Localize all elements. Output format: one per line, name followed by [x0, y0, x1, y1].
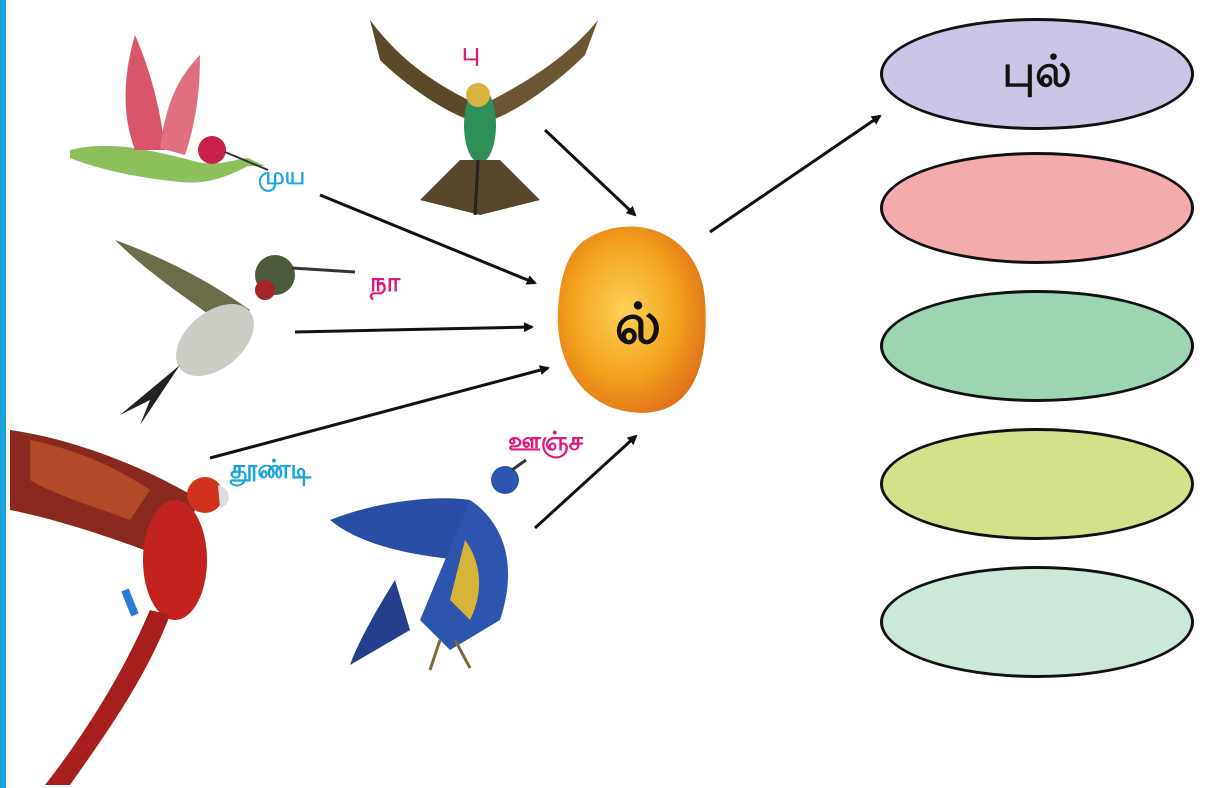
arrow-to-answers: [709, 114, 882, 234]
answer-oval-3[interactable]: [880, 290, 1194, 402]
prefix-bottom-left-label: தூண்டி: [230, 455, 312, 485]
answer-oval-2[interactable]: [880, 152, 1194, 264]
ruby-throated-hummingbird-image: [115, 240, 356, 425]
bee-eater-image: [370, 20, 598, 216]
pink-hummingbird-image: [70, 35, 269, 183]
arrow-from-bottom: [533, 434, 638, 530]
left-border-bar: [0, 0, 6, 788]
mango-image: [557, 226, 706, 413]
prefix-top-left-label: முய: [258, 162, 306, 190]
prefix-middle-left-label: நா: [370, 268, 401, 298]
arrow-from-top: [543, 128, 637, 217]
arrow-from-top-left: [319, 193, 537, 285]
prefix-top-label: பு: [462, 38, 480, 66]
answer-oval-4[interactable]: [880, 428, 1194, 540]
answer-oval-5[interactable]: [880, 566, 1194, 678]
center-letter: ல்: [614, 292, 662, 357]
prefix-bottom-label: ஊஞ்ச: [508, 427, 584, 457]
bluebird-image: [330, 458, 527, 671]
scarlet-macaw-image: [10, 430, 229, 785]
answer-oval-1[interactable]: புல்: [880, 18, 1194, 130]
arrow-from-bottom-left: [209, 365, 550, 460]
arrow-from-middle-left: [294, 322, 534, 334]
